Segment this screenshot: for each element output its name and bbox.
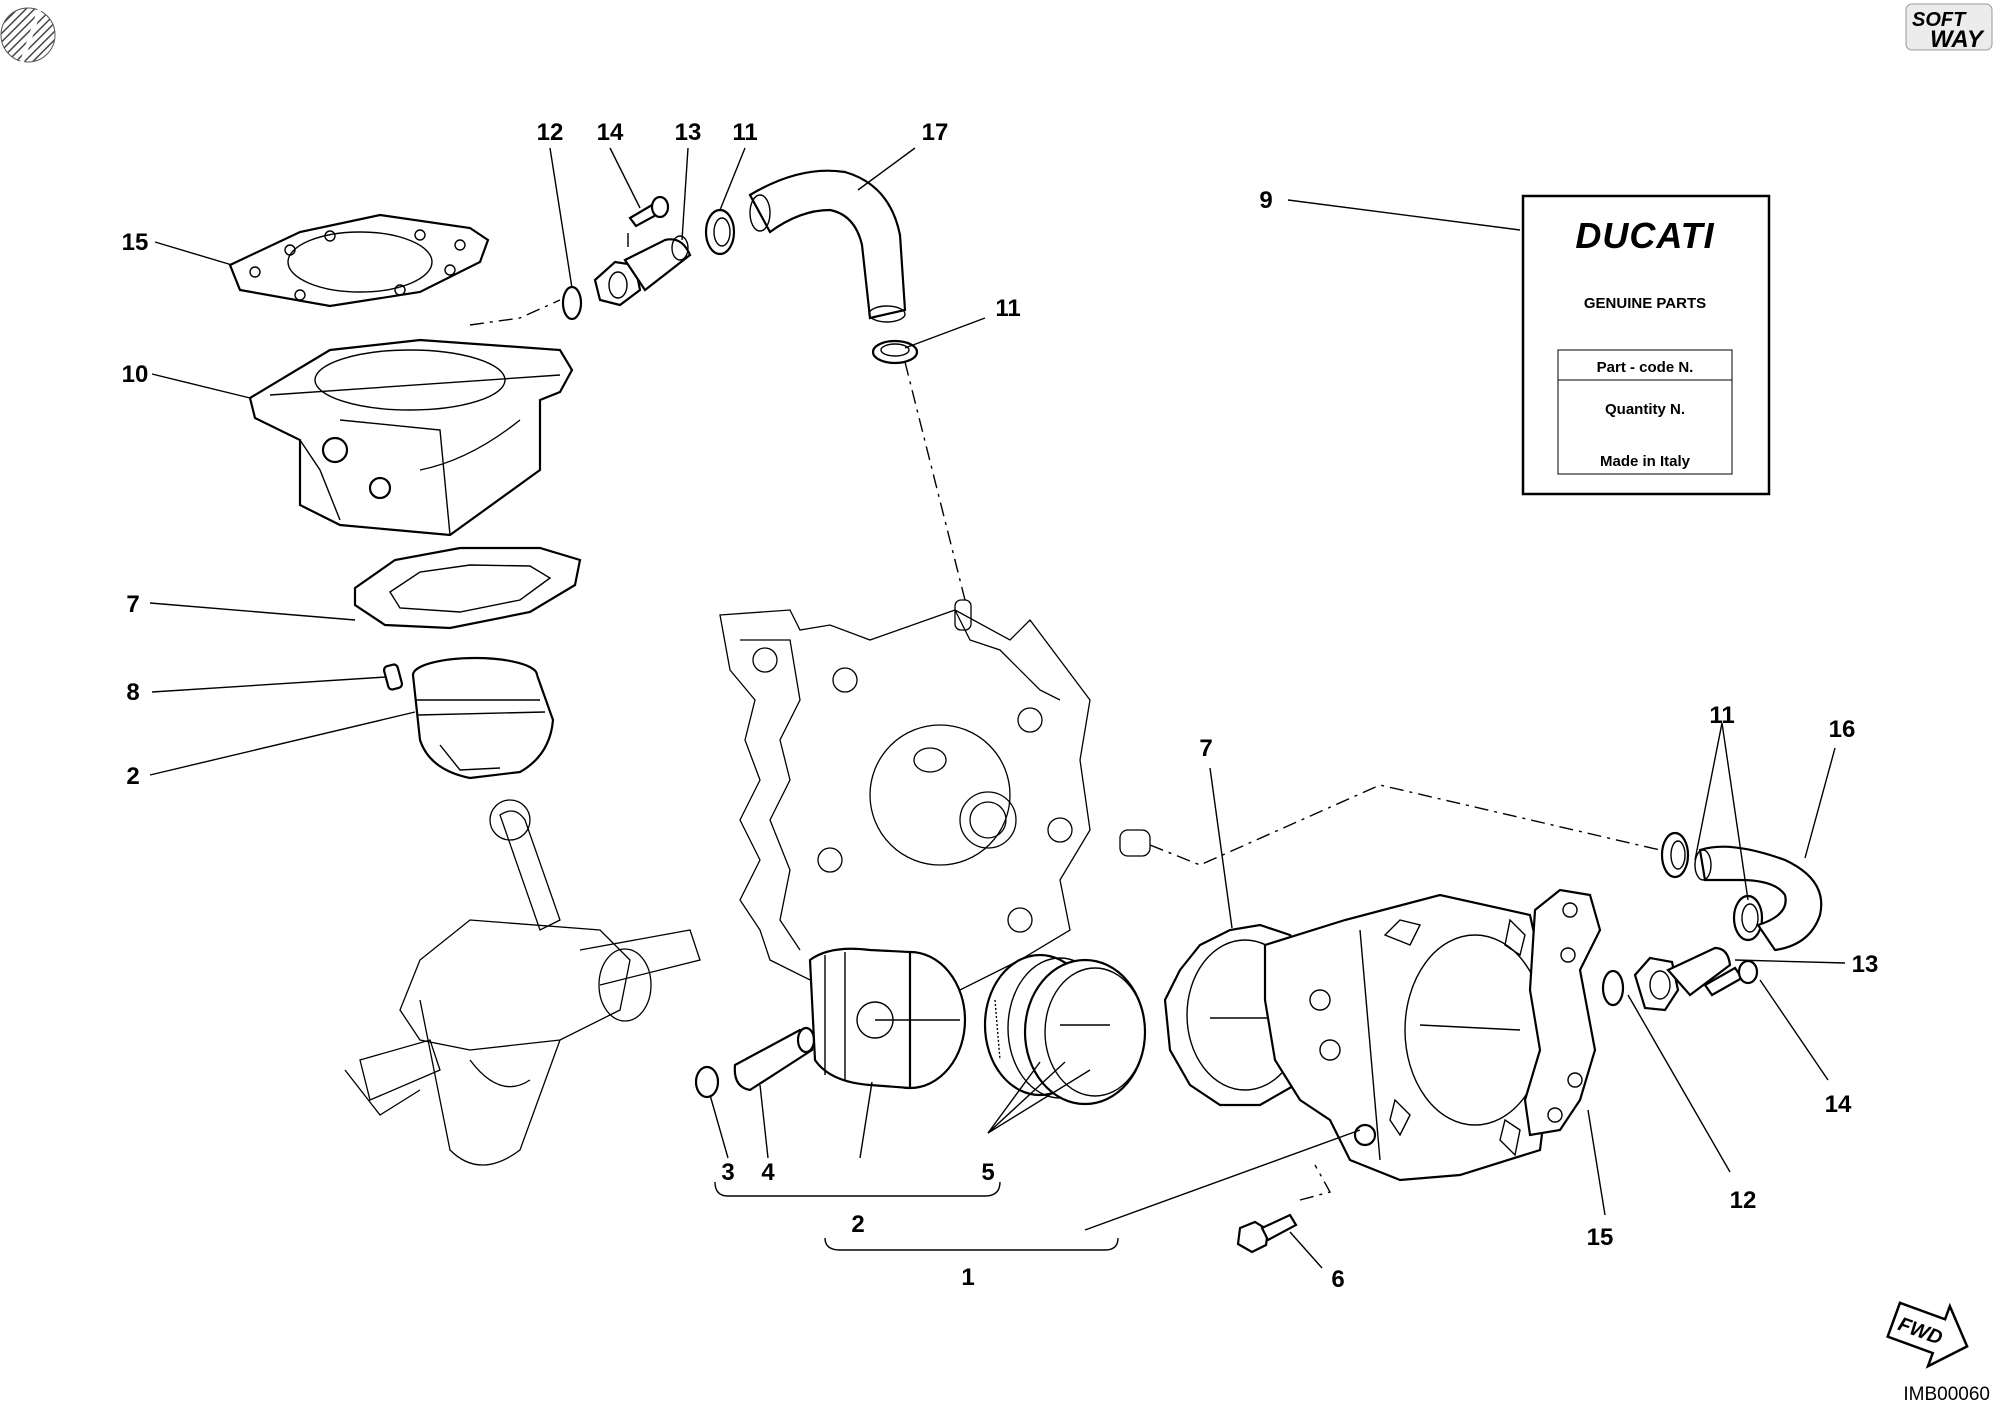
callout-2: 2 — [126, 763, 139, 790]
water-union-front — [1633, 946, 1732, 1012]
callout-12: 12 — [537, 119, 564, 146]
callout-7: 7 — [1199, 735, 1212, 762]
callout-9: 9 — [1259, 187, 1272, 214]
callout-1: 1 — [961, 1264, 974, 1291]
callout-15: 15 — [122, 229, 149, 256]
image-code: IMB00060 — [1903, 1384, 1990, 1405]
callout-12: 12 — [1730, 1187, 1757, 1214]
callout-7: 7 — [126, 591, 139, 618]
genuine-parts-tag: DUCATI GENUINE PARTS Part - code N. Quan… — [1521, 194, 1771, 496]
assembly-lines — [469, 233, 1661, 1201]
tag-row-part-code: Part - code N. — [1597, 359, 1694, 376]
catalog-logo-disc — [0, 7, 56, 63]
base-gasket-top — [353, 546, 582, 630]
callout-11: 11 — [1709, 702, 1734, 729]
crankshaft — [344, 799, 701, 1166]
o-ring-top — [561, 285, 583, 321]
callout-13: 13 — [1852, 951, 1879, 978]
forward-direction-arrow: FWD — [1886, 1301, 1969, 1369]
callout-4: 4 — [761, 1159, 775, 1186]
callout-2: 2 — [851, 1211, 864, 1238]
water-union-top — [593, 235, 692, 307]
softway-brand-mark: SOFT WAY — [1905, 3, 1993, 53]
cylinder-screw — [1236, 1213, 1298, 1254]
callout-3: 3 — [721, 1159, 734, 1186]
tag-brand: DUCATI — [1575, 215, 1714, 256]
gudgeon-pin-clip — [382, 663, 404, 691]
tag-row-quantity: Quantity N. — [1605, 401, 1685, 418]
water-hose-top — [748, 169, 907, 323]
hose-clamp-front-b — [1732, 894, 1764, 942]
callout-10: 10 — [122, 361, 149, 388]
cylinder-front — [1263, 893, 1547, 1182]
callout-6: 6 — [1331, 1266, 1344, 1293]
o-ring-front — [1601, 969, 1625, 1007]
callout-16: 16 — [1829, 716, 1856, 743]
head-gasket-top — [228, 213, 490, 308]
piston-top — [411, 656, 555, 780]
piston-pin-clip — [694, 1065, 720, 1099]
leader-lines — [149, 147, 1846, 1269]
union-screw-top — [628, 195, 670, 228]
cylinder-top — [248, 338, 574, 537]
head-gasket-front — [1523, 888, 1602, 1137]
tag-subtitle: GENUINE PARTS — [1584, 295, 1706, 312]
callout-15: 15 — [1587, 1224, 1614, 1251]
hose-clamp-front-a — [1660, 831, 1690, 879]
callout-11: 11 — [732, 119, 757, 146]
piston-pin — [733, 1026, 816, 1092]
union-screw-front — [1703, 959, 1759, 997]
callout-labels: 12 14 13 11 17 11 15 10 7 8 2 9 7 11 16 … — [122, 119, 1879, 1293]
callout-13: 13 — [675, 119, 702, 146]
piston-rings — [983, 953, 1147, 1106]
hose-clamp-top-a — [704, 208, 736, 256]
callout-11: 11 — [995, 295, 1020, 322]
hose-clamp-top-b — [871, 339, 919, 365]
tag-row-made-in: Made in Italy — [1600, 453, 1691, 470]
crankcase-half — [719, 599, 1151, 991]
callout-14: 14 — [1825, 1091, 1852, 1118]
callout-17: 17 — [922, 119, 949, 146]
water-hose-front — [1694, 845, 1823, 952]
callout-14: 14 — [597, 119, 624, 146]
piston-front — [808, 947, 967, 1090]
brand-line-2: WAY — [1930, 26, 1985, 53]
brand-line-1: SOFT — [1912, 9, 1967, 31]
callout-5: 5 — [981, 1159, 994, 1186]
callout-8: 8 — [126, 679, 139, 706]
